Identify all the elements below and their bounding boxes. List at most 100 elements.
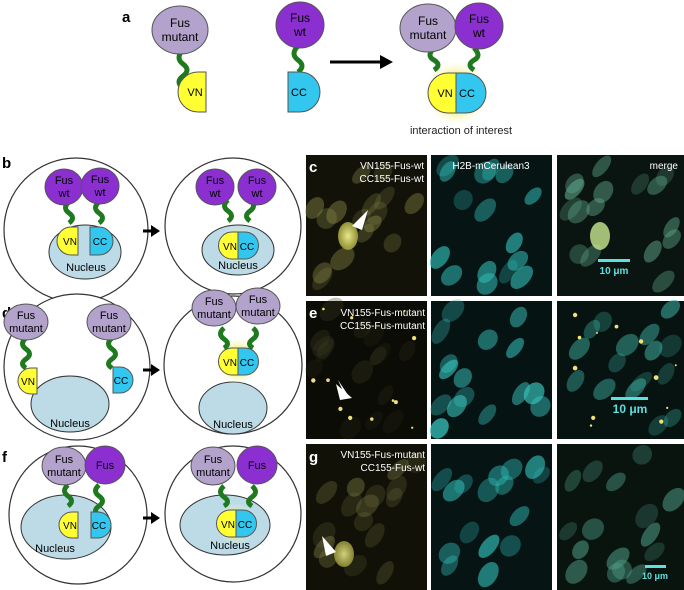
fus-label: Fus — [290, 11, 310, 25]
cell-nucleus-signal — [326, 200, 347, 224]
fus-label: Fus — [96, 460, 115, 472]
fus-wt-protein — [275, 1, 325, 49]
cell-nucleus-signal — [659, 334, 682, 358]
micrograph-e-yellow — [306, 301, 427, 439]
cell-nucleus-signal — [454, 474, 473, 494]
nucleus-label: Nucleus — [218, 260, 258, 272]
cell-nucleus-signal — [441, 555, 459, 576]
cell-nucleus-signal — [315, 480, 338, 504]
fluorescent-punctum — [311, 378, 316, 383]
fus-mutant-protein — [41, 446, 87, 486]
cell-nucleus-signal — [652, 270, 675, 293]
scale-bar-g — [645, 565, 666, 568]
fus-mutant-protein — [190, 446, 236, 486]
vn-label: VN — [187, 87, 202, 99]
cell-nucleus-signal — [373, 162, 393, 183]
cell-nucleus-signal — [606, 547, 630, 570]
vn-label: VN — [63, 521, 77, 532]
fus-wt-protein — [84, 445, 126, 485]
cell-nucleus-signal — [364, 484, 386, 508]
cc-label: CC — [92, 521, 106, 532]
fluorescent-punctum — [659, 419, 664, 424]
cell-nucleus-signal — [387, 458, 409, 480]
label-channel-merge: merge — [650, 161, 679, 172]
vn-label: VN — [437, 88, 452, 100]
fluorescent-punctum — [322, 307, 325, 311]
cc-fragment — [89, 226, 114, 256]
cell-nucleus-signal — [593, 378, 616, 400]
scale-bar-c — [598, 259, 630, 262]
cell-nucleus-signal — [559, 522, 578, 541]
cell-nucleus-signal — [474, 198, 497, 222]
fus-label: Fus — [100, 310, 119, 322]
cc-fragment — [287, 71, 321, 113]
panel-letter-f: f — [2, 449, 8, 466]
wt-label: wt — [58, 188, 70, 200]
cc-label: CC — [240, 242, 254, 253]
cell-nucleus-signal — [312, 336, 335, 357]
panel-letter-g: g — [309, 449, 318, 466]
panel-d: d Nucleus VN CC Fus mutant Fus mutant Nu… — [2, 287, 303, 441]
fus-label: Fus — [248, 175, 267, 187]
fus-mutant-protein — [235, 287, 281, 325]
fluorescent-punctum — [591, 415, 596, 420]
fus-label: Fus — [55, 175, 74, 187]
arrowhead-g — [322, 536, 336, 556]
fluorescent-punctum — [577, 335, 582, 340]
wt-label: wt — [293, 25, 307, 39]
vn-fragment — [177, 71, 207, 113]
cell-nucleus-signal — [660, 299, 681, 319]
cell-nucleus-signal — [353, 317, 372, 339]
cell-nucleus-signal — [663, 217, 680, 238]
cell-nucleus-signal — [442, 479, 465, 502]
cell-nucleus-signal — [430, 394, 452, 416]
cc-fragment — [455, 72, 487, 114]
cell-nucleus-signal — [404, 193, 424, 215]
fluorescent-punctum — [350, 316, 354, 320]
cell-nucleus-signal — [453, 189, 473, 211]
cell-nucleus-signal — [593, 311, 612, 333]
vn-fragment — [17, 367, 38, 395]
nucleus-label: Nucleus — [213, 419, 253, 431]
cell-nucleus-signal — [606, 562, 626, 583]
cell-nucleus-signal — [564, 178, 585, 200]
cell-nucleus-signal — [564, 469, 582, 492]
cell-nucleus-signal — [312, 522, 336, 548]
scale-bar-e — [611, 397, 648, 400]
fus-mutant-protein — [86, 303, 132, 341]
micrograph-grid: c e g VN155-Fus-wt CC155-Fus-wt H2B-mCer… — [305, 154, 684, 590]
cell-nucleus-signal — [441, 298, 465, 323]
fluorescent-punctum — [666, 406, 669, 409]
cell-nucleus-signal — [310, 329, 330, 351]
cell-nucleus-signal — [593, 180, 614, 204]
cell-nucleus-signal — [476, 273, 498, 295]
bright-nucleus — [590, 222, 610, 250]
cell-nucleus-signal — [352, 164, 371, 184]
cell-nucleus-signal — [369, 342, 391, 366]
nucleus — [30, 375, 110, 433]
cell-nucleus-signal — [608, 353, 626, 373]
cell-nucleus-signal — [632, 444, 653, 465]
vn-fragment — [218, 347, 239, 376]
fus-wt-protein — [80, 167, 120, 205]
cell-nucleus-signal — [643, 240, 662, 263]
cell-nucleus-signal — [383, 233, 402, 253]
wt-label: wt — [209, 188, 221, 200]
panel-letter-c: c — [309, 159, 317, 176]
scale-bar-g-label: 10 μm — [642, 571, 668, 581]
fus-label: Fus — [418, 14, 438, 28]
fluorescent-punctum — [411, 426, 414, 429]
fus-label: Fus — [469, 12, 489, 26]
arrow-a — [330, 55, 393, 69]
cell-nucleus-signal — [474, 161, 497, 184]
cell-nucleus-signal — [663, 408, 682, 428]
cell-nucleus-signal — [495, 475, 514, 495]
cell-nucleus-signal — [478, 404, 497, 425]
cc-label: CC — [240, 358, 254, 369]
cell-nucleus-signal — [586, 198, 605, 217]
cell-nucleus-signal — [369, 346, 387, 366]
panel-letter-b: b — [2, 155, 11, 172]
cell-nucleus-signal — [568, 337, 590, 360]
cell-nucleus-signal — [382, 410, 404, 434]
